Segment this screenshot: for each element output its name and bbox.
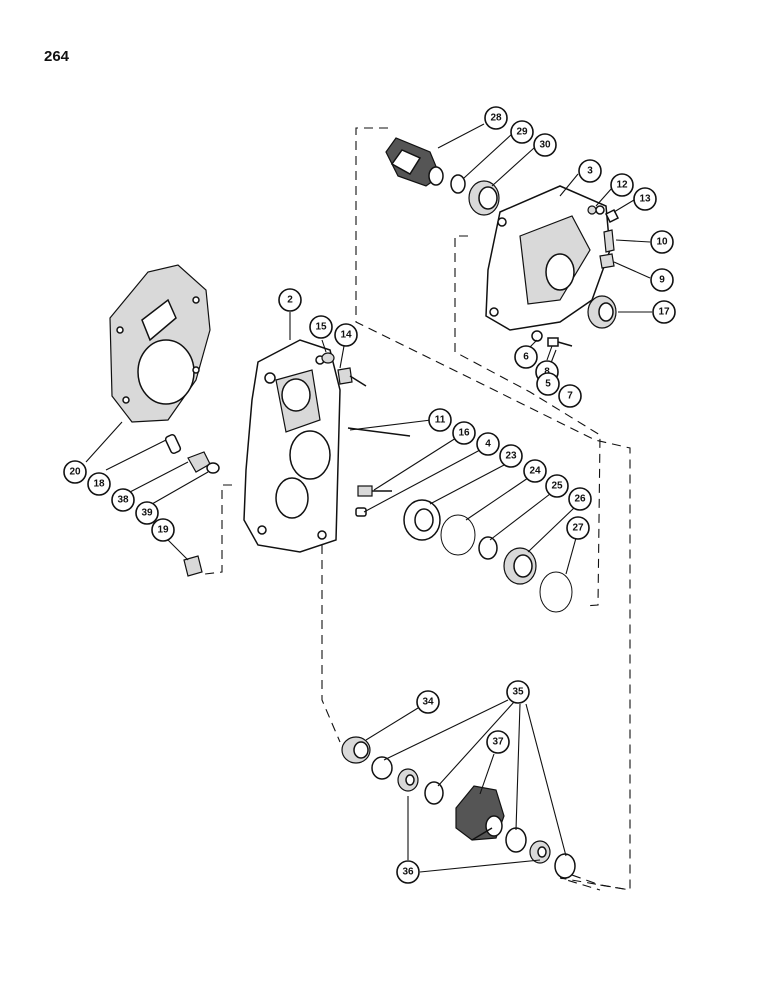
bolt-part [357, 485, 392, 497]
bearing-30-part [468, 180, 500, 216]
callout-label: 30 [539, 140, 551, 151]
callout-label: 39 [141, 508, 153, 519]
retainer-ring-part [440, 514, 476, 556]
callout-label: 25 [551, 481, 563, 492]
callout-30: 30 [533, 133, 557, 157]
elbow-fitting-part [599, 253, 615, 269]
callout-6: 6 [514, 345, 538, 369]
thrust-washers-part [371, 756, 576, 879]
callout-label: 34 [422, 697, 434, 708]
callout-label: 7 [567, 391, 573, 402]
callout-10: 10 [650, 230, 674, 254]
snap-ring-part [450, 174, 466, 194]
callout-label: 28 [490, 113, 502, 124]
callout-label: 18 [93, 479, 105, 490]
callout-27: 27 [566, 516, 590, 540]
callouts: 28 29 30 3 12 13 10 9 17 2 15 14 6 8 5 7… [63, 106, 676, 884]
callout-28: 28 [484, 106, 508, 130]
spacer-part [478, 536, 498, 560]
callout-16: 16 [452, 421, 476, 445]
callout-label: 23 [505, 451, 517, 462]
callout-23: 23 [499, 444, 523, 468]
lock-washer-part [587, 205, 597, 215]
callout-15: 15 [309, 315, 333, 339]
pinion-gear-part [385, 137, 444, 187]
callout-label: 9 [659, 275, 665, 286]
callout-5: 5 [536, 372, 560, 396]
nut-part [604, 208, 620, 224]
plug-part [187, 451, 220, 474]
assembly-dashed-lines [204, 127, 631, 891]
bolt-5-part [547, 337, 573, 347]
callout-25: 25 [545, 474, 569, 498]
bearing-26-part [503, 547, 537, 585]
snap-ring-27-part [539, 571, 573, 613]
idler-gear-part [455, 785, 505, 841]
callout-label: 14 [340, 330, 352, 341]
washer-6-part [531, 330, 543, 342]
callout-4: 4 [476, 432, 500, 456]
callout-label: 24 [529, 466, 541, 477]
callout-label: 4 [485, 439, 491, 450]
callout-label: 37 [492, 737, 504, 748]
callout-38: 38 [111, 488, 135, 512]
callout-label: 2 [287, 295, 293, 306]
callout-label: 36 [402, 867, 414, 878]
callout-label: 10 [656, 237, 668, 248]
callout-label: 19 [157, 525, 169, 536]
bearing-34-part [341, 736, 371, 764]
gasket-part [109, 264, 211, 423]
callout-12: 12 [610, 173, 634, 197]
callout-35: 35 [506, 680, 530, 704]
callout-2: 2 [278, 288, 302, 312]
leader-lines [85, 123, 652, 873]
callout-3: 3 [578, 159, 602, 183]
callout-label: 6 [523, 352, 529, 363]
seal-part [403, 499, 441, 541]
callout-37: 37 [486, 730, 510, 754]
callout-36: 36 [396, 860, 420, 884]
callout-20: 20 [63, 460, 87, 484]
callout-19: 19 [151, 518, 175, 542]
page-number: 264 [44, 48, 70, 65]
callout-label: 12 [616, 180, 628, 191]
callout-39: 39 [135, 501, 159, 525]
dowel-pin-part [164, 433, 182, 455]
callout-24: 24 [523, 459, 547, 483]
callout-11: 11 [428, 408, 452, 432]
callout-18: 18 [87, 472, 111, 496]
callout-14: 14 [334, 323, 358, 347]
cover-part [485, 185, 611, 331]
callout-label: 5 [545, 379, 551, 390]
bearing-17-part [587, 295, 617, 329]
callout-17: 17 [652, 300, 676, 324]
callout-9: 9 [650, 268, 674, 292]
callout-label: 26 [574, 494, 586, 505]
callout-34: 34 [416, 690, 440, 714]
callout-label: 38 [117, 495, 129, 506]
bolt-14-part [321, 352, 367, 387]
gear-housing-part [243, 339, 341, 553]
callout-label: 27 [572, 523, 584, 534]
callout-label: 8 [544, 367, 550, 378]
callout-label: 3 [587, 166, 593, 177]
callout-label: 17 [658, 307, 670, 318]
callout-29: 29 [510, 120, 534, 144]
drain-plug-part [183, 555, 203, 577]
callout-26: 26 [568, 487, 592, 511]
callout-label: 29 [516, 127, 528, 138]
callout-7: 7 [558, 384, 582, 408]
callout-label: 35 [512, 687, 524, 698]
callout-label: 16 [458, 428, 470, 439]
pin-part [355, 507, 367, 517]
callout-13: 13 [633, 187, 657, 211]
callout-label: 11 [435, 415, 446, 426]
fitting-part [603, 229, 615, 253]
callout-label: 20 [69, 467, 81, 478]
callout-label: 15 [315, 322, 327, 333]
callout-label: 13 [639, 194, 651, 205]
